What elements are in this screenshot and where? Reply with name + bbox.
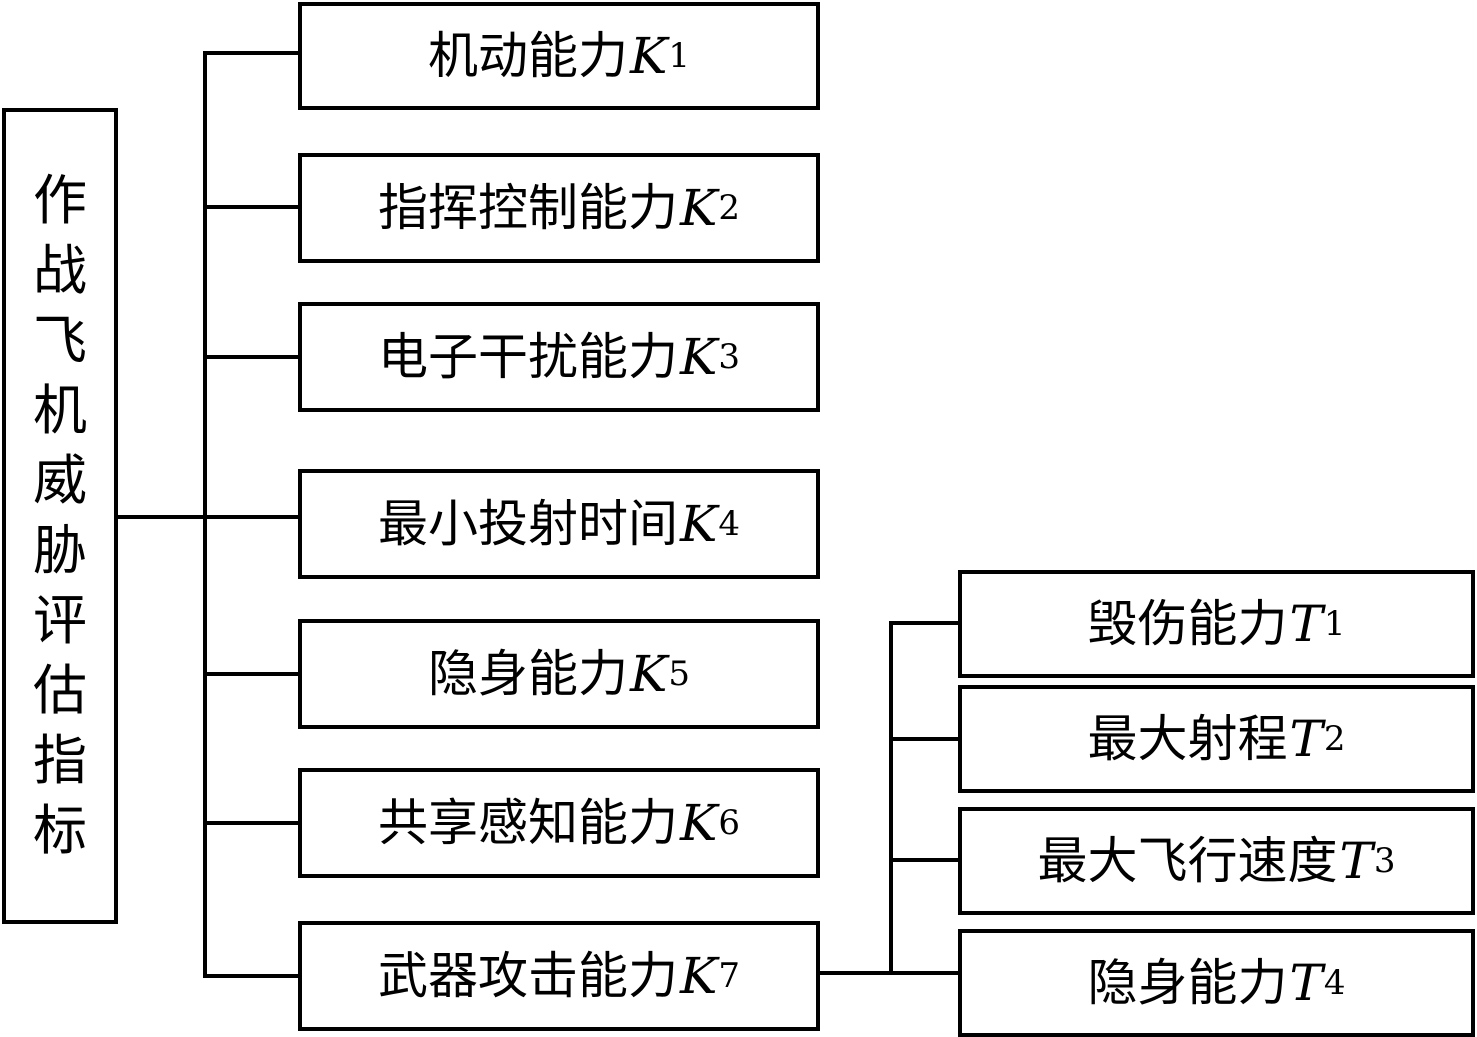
node-t2-label: 最大射程 bbox=[1087, 710, 1288, 768]
node-k5-sub: 5 bbox=[668, 654, 690, 694]
branch-t3 bbox=[889, 858, 960, 862]
node-k1-var: K bbox=[630, 27, 668, 85]
node-k4-var: K bbox=[680, 495, 718, 553]
level2-trunk bbox=[889, 621, 893, 975]
node-t1-label: 毁伤能力 bbox=[1087, 595, 1288, 653]
k7-connector bbox=[818, 971, 893, 975]
branch-t4 bbox=[889, 971, 960, 975]
branch-k2 bbox=[203, 205, 300, 209]
node-k1-label: 机动能力 bbox=[428, 27, 628, 85]
root-connector bbox=[118, 515, 207, 519]
node-k4-label: 最小投射时间 bbox=[378, 495, 678, 553]
node-t3-var: T bbox=[1339, 832, 1373, 890]
branch-k4 bbox=[203, 515, 300, 519]
branch-t1 bbox=[889, 621, 960, 625]
node-k6-var: K bbox=[680, 794, 718, 852]
node-k7-sub: 7 bbox=[718, 956, 740, 996]
root-label-char: 指 bbox=[33, 729, 87, 792]
node-t2-sub: 2 bbox=[1323, 719, 1346, 759]
node-k2-label: 指挥控制能力 bbox=[378, 179, 678, 237]
node-k1-sub: 1 bbox=[668, 36, 690, 76]
branch-t2 bbox=[889, 737, 960, 741]
node-t3-label: 最大飞行速度 bbox=[1037, 832, 1338, 890]
node-k2-sub: 2 bbox=[718, 188, 740, 228]
root-label-char: 战 bbox=[33, 239, 87, 302]
node-k6-sub: 6 bbox=[718, 803, 740, 843]
node-k5-label: 隐身能力 bbox=[428, 645, 628, 703]
branch-k7 bbox=[203, 974, 300, 978]
node-t4-var: T bbox=[1289, 954, 1323, 1012]
root-label-char: 标 bbox=[33, 799, 87, 862]
root-node: 作战飞机威胁评估指标 bbox=[2, 108, 118, 924]
node-k6-label: 共享感知能力 bbox=[378, 794, 678, 852]
node-k3-label: 电子干扰能力 bbox=[378, 328, 678, 386]
node-t2-var: T bbox=[1289, 710, 1323, 768]
root-label-char: 机 bbox=[33, 379, 87, 442]
node-t1-var: T bbox=[1289, 595, 1323, 653]
root-label-char: 估 bbox=[33, 659, 87, 722]
node-t1-sub: 1 bbox=[1323, 604, 1346, 644]
node-k2-var: K bbox=[680, 179, 718, 237]
node-t3-sub: 3 bbox=[1373, 841, 1396, 881]
branch-k3 bbox=[203, 355, 300, 359]
node-t4-label: 隐身能力 bbox=[1087, 954, 1288, 1012]
node-k5-var: K bbox=[630, 645, 668, 703]
node-t4-sub: 4 bbox=[1323, 963, 1346, 1003]
root-label-char: 威 bbox=[33, 449, 87, 512]
root-label-char: 飞 bbox=[33, 309, 87, 372]
level1-trunk bbox=[203, 51, 207, 978]
branch-k1 bbox=[203, 51, 300, 55]
node-k3-var: K bbox=[680, 328, 718, 386]
node-k7-var: K bbox=[680, 947, 718, 1005]
node-k7-label: 武器攻击能力 bbox=[378, 947, 678, 1005]
root-label-char: 作 bbox=[33, 169, 87, 232]
root-label-char: 胁 bbox=[33, 519, 87, 582]
node-k3-sub: 3 bbox=[718, 337, 740, 377]
root-label-char: 评 bbox=[33, 589, 87, 652]
node-k4-sub: 4 bbox=[718, 504, 740, 544]
branch-k6 bbox=[203, 821, 300, 825]
branch-k5 bbox=[203, 672, 300, 676]
